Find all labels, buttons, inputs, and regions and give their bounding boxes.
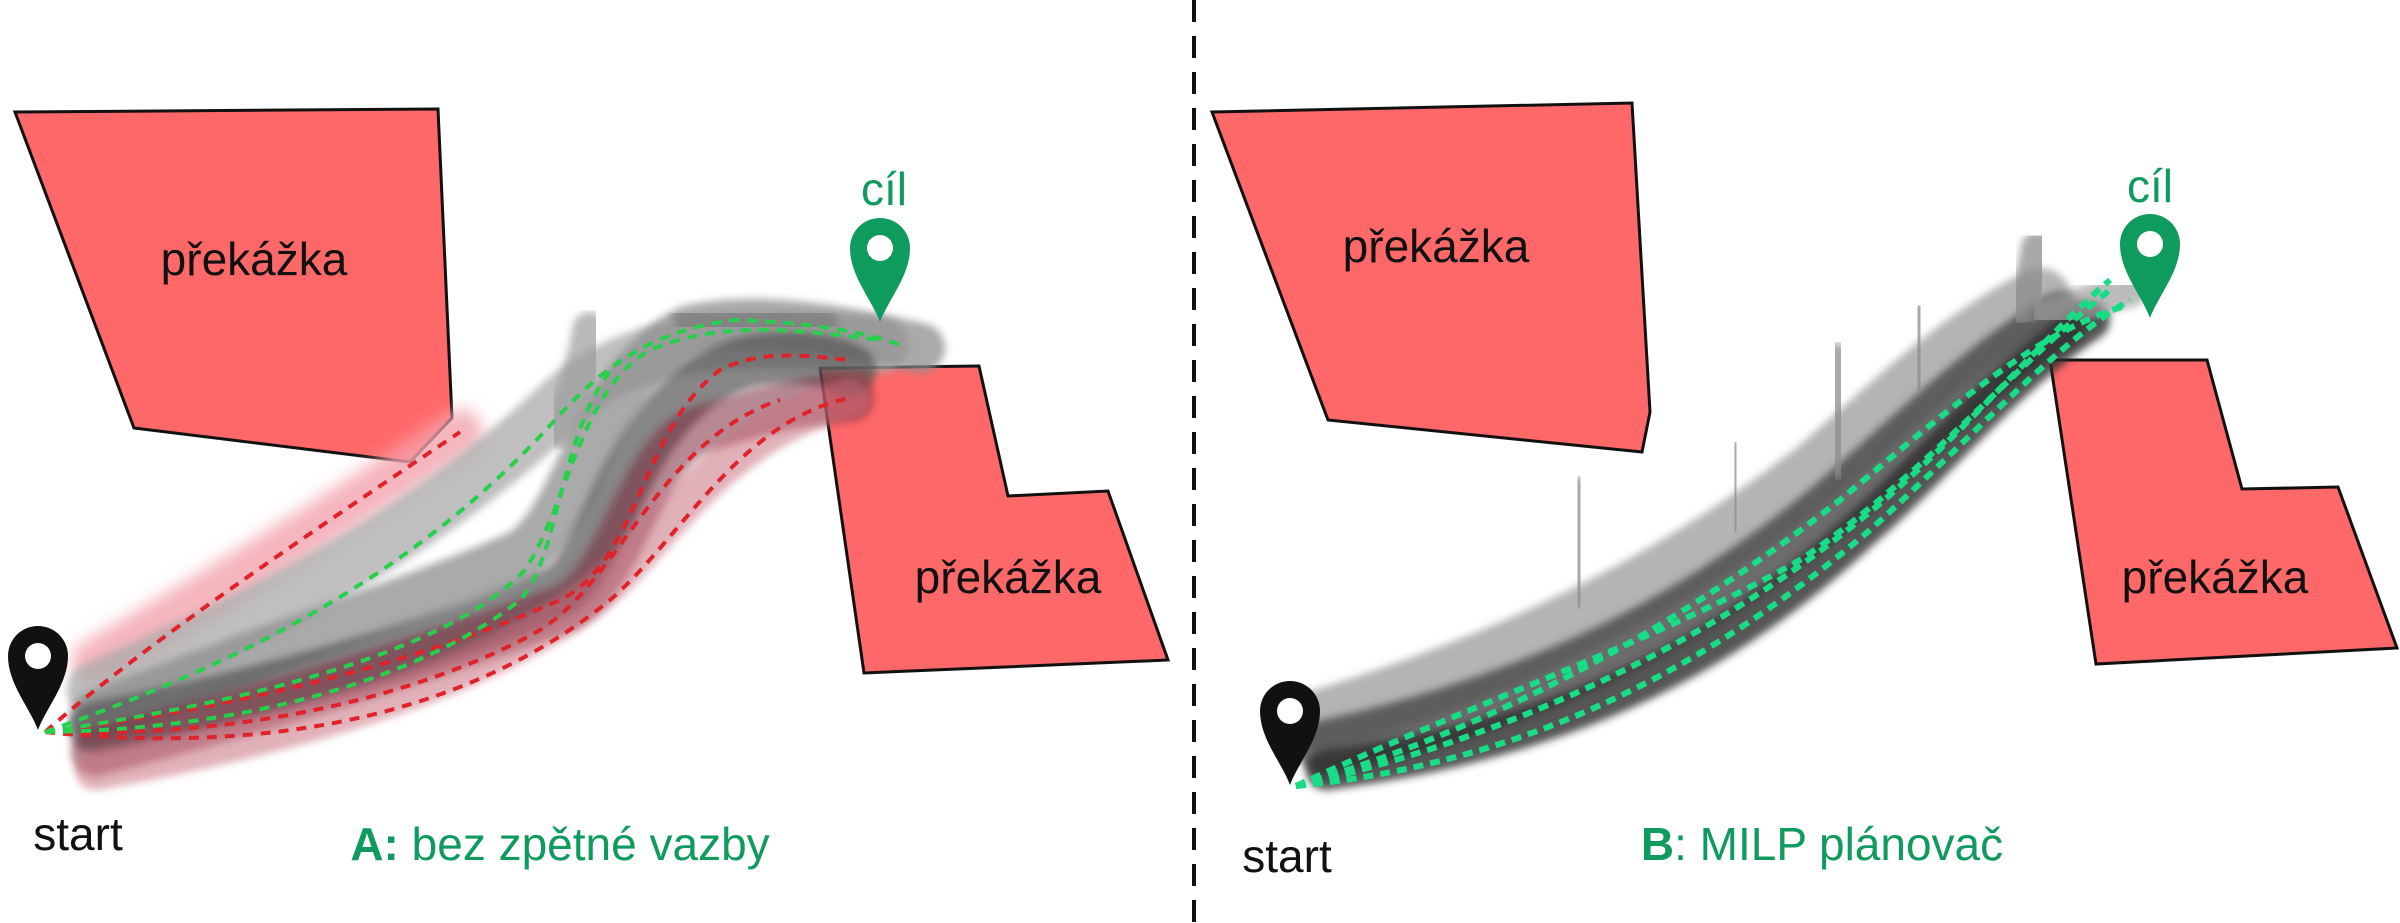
- obstacle-bottom-right: překážka: [2048, 358, 2400, 666]
- goal-marker-right: cíl: [2120, 160, 2180, 318]
- swept-volume-left: [67, 297, 945, 790]
- start-label: start: [33, 808, 123, 860]
- obstacle-label: překážka: [2122, 551, 2309, 603]
- map-pin-icon: [8, 626, 68, 730]
- obstacle-label: překážka: [915, 551, 1102, 603]
- obstacle-bottom-left: překážka: [818, 364, 1171, 675]
- obstacle-top-right: překážka: [1209, 101, 1652, 454]
- panel-a: překážka překážka: [8, 107, 1171, 870]
- obstacle-top-left: překážka: [12, 107, 454, 464]
- caption-prefix: B: [1641, 818, 1674, 870]
- goal-label: cíl: [861, 163, 907, 215]
- panel-caption-b: B: MILP plánovač: [1641, 818, 2003, 870]
- map-pin-icon: [2120, 214, 2180, 318]
- map-pin-icon: [1260, 681, 1320, 785]
- start-marker-right: start: [1242, 681, 1332, 882]
- obstacle-label: překážka: [161, 233, 348, 285]
- goal-label: cíl: [2127, 160, 2173, 212]
- obstacle-label: překážka: [1343, 220, 1530, 272]
- trajectories-right: [1294, 277, 2132, 789]
- panel-b: překážka překážka cíl: [1209, 101, 2400, 882]
- goal-marker-left: cíl: [850, 163, 910, 322]
- trajectories-left: [43, 317, 901, 741]
- start-marker-left: start: [8, 626, 123, 860]
- panel-caption-a: A: bez zpětné vazby: [350, 818, 769, 870]
- start-label: start: [1242, 830, 1332, 882]
- caption-prefix: A:: [350, 818, 399, 870]
- caption-text: : MILP plánovač: [1674, 818, 2003, 870]
- caption-text: bez zpětné vazby: [399, 818, 770, 870]
- map-pin-icon: [850, 218, 910, 322]
